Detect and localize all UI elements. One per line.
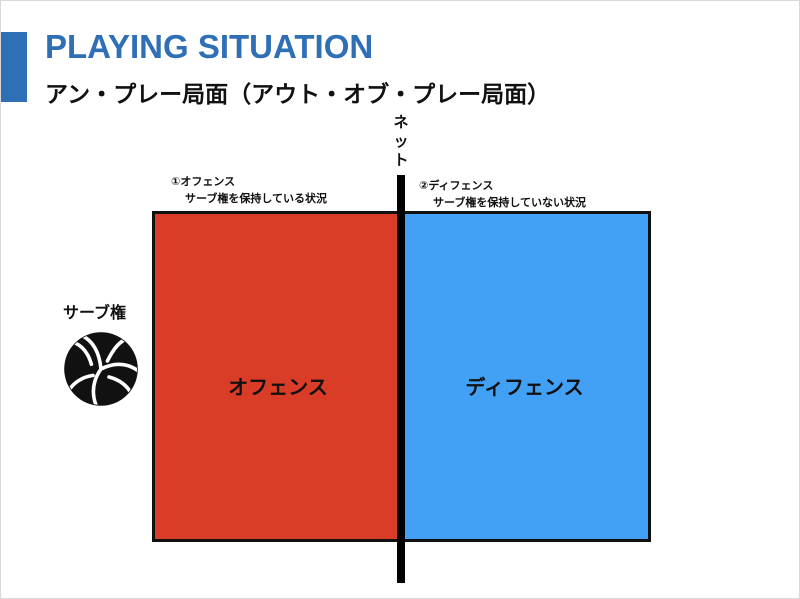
volleyball-icon [64,332,138,406]
defense-court-label: ディフェンス [465,375,584,399]
net-label: ネ ッ ト [391,113,411,170]
title-accent-bar [1,32,27,102]
offense-caption-description: サーブ権を保持している状況 [185,192,328,205]
offense-court-label: オフェンス [228,375,328,399]
net-label-char: ト [393,151,409,169]
slide-title: PLAYING SITUATION [45,28,374,65]
net-label-char: ネ [393,113,409,131]
net-label-char: ッ [393,132,409,150]
offense-caption-title: ①オフェンス [171,175,236,188]
net-line [397,175,405,583]
defense-caption-description: サーブ権を保持していない状況 [433,196,587,209]
offense-court-half: オフェンス [152,211,404,542]
offense-caption: ①オフェンス サーブ権を保持している状況 [171,173,327,207]
defense-caption: ②ディフェンス サーブ権を保持していない状況 [419,177,586,211]
serve-right-label: サーブ権 [63,303,127,322]
defense-court-half: ディフェンス [398,211,651,542]
slide-subtitle: アン・プレー局面（アウト・オブ・プレー局面） [45,82,551,108]
defense-caption-title: ②ディフェンス [419,179,494,192]
